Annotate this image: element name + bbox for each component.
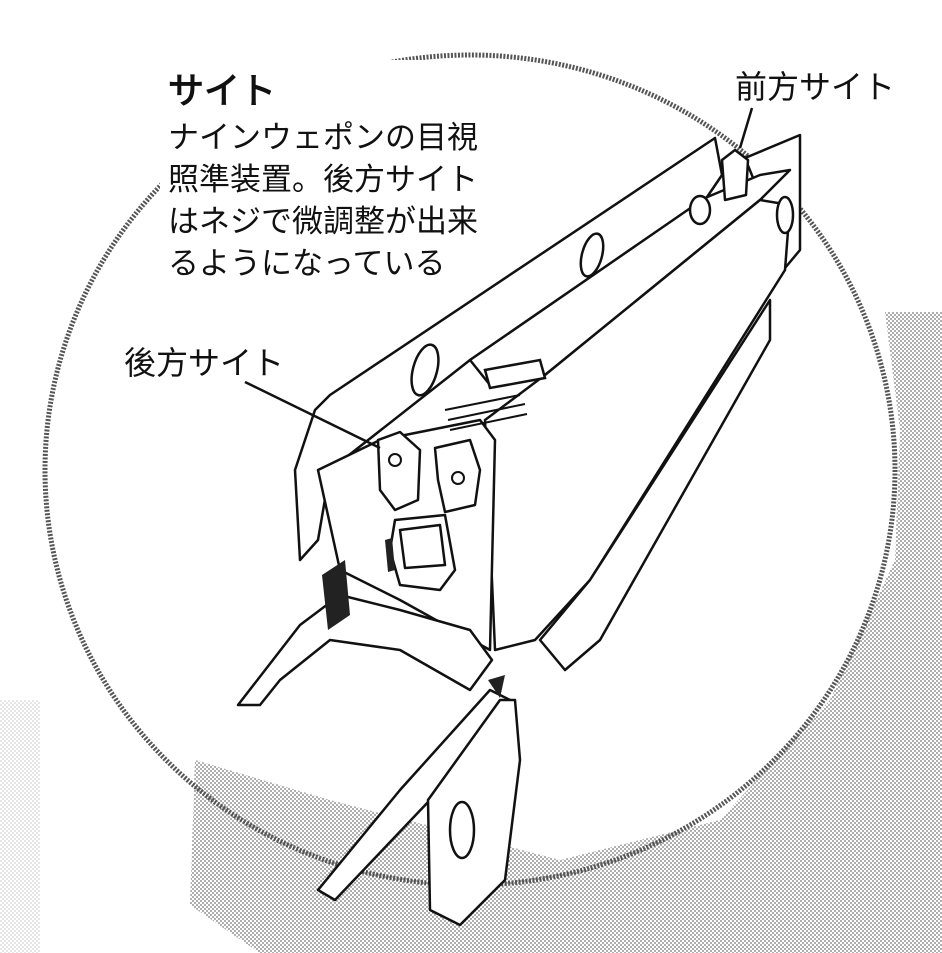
panel-hole-1	[410, 343, 440, 397]
caption-line: ナインウェポンの目視	[168, 120, 478, 156]
caption-line: はネジで微調整が出来	[168, 204, 478, 240]
front-sight-label: 前方サイト	[735, 68, 896, 106]
caption-title: サイト	[168, 71, 277, 112]
front-block	[483, 198, 792, 652]
front-sight-leader	[738, 107, 754, 149]
fin-hole	[775, 195, 795, 235]
panel-hole-2	[579, 232, 605, 278]
rear-sight-left-post	[376, 430, 422, 512]
dark-shadow-strip	[322, 560, 350, 630]
screen-tone-shadow-left	[0, 700, 40, 953]
sight-slot	[483, 358, 547, 390]
caption-line: 照準装置。後方サイト	[168, 162, 478, 198]
dark-shadow-strip-2	[385, 538, 395, 572]
caption-line: るようになっている	[168, 246, 446, 282]
rear-sight-label: 後方サイト	[124, 344, 285, 382]
dark-shadow-strip-3	[488, 675, 505, 698]
lower-fin-hole	[448, 800, 476, 860]
lower-side-panel	[538, 298, 772, 672]
rear-sight-leader	[244, 380, 381, 450]
rear-sight-screw-right	[451, 471, 465, 485]
panel-holes	[410, 195, 795, 860]
front-sight-assembly	[688, 148, 750, 226]
front-sight-post	[720, 148, 750, 202]
front-sight-wheel	[688, 194, 712, 226]
lower-fin	[426, 698, 522, 927]
rear-sight-screw-left	[388, 453, 402, 467]
rear-sight-window	[398, 523, 447, 570]
screen-tone-shadow	[190, 312, 942, 953]
sight-grip-ridges	[444, 394, 528, 431]
